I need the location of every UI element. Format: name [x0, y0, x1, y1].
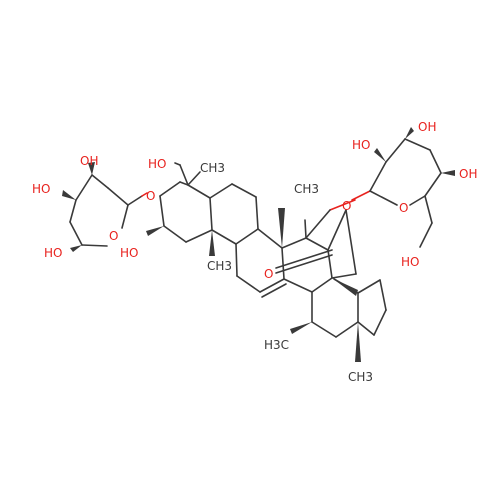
ring-d [275, 209, 358, 296]
xylose-wedge-3 [70, 245, 82, 252]
xylose-wedge-1 [88, 162, 95, 175]
ring-b [209, 183, 259, 256]
glucose-wedge-1 [374, 148, 386, 162]
glucose-oh-2-label: OH [418, 120, 436, 134]
c20-methyl-label: CH3 [348, 370, 373, 384]
c20-methyl-wedge [355, 322, 361, 362]
xylose-oh-top-label: OH [80, 154, 98, 168]
xylose-link-oxygen-label: O [146, 189, 155, 203]
c4-methyl-label: CH3 [200, 161, 225, 175]
xylose-ring-oxygen-label: O [109, 229, 118, 243]
c14-methyl-label: CH3 [294, 182, 319, 196]
hydroxymethyl-label: HO [148, 157, 166, 171]
ketone-oxygen-label: O [264, 267, 273, 281]
xylose-wedge-2 [62, 190, 76, 200]
ring-c [235, 208, 287, 298]
c10-methyl-wedge [209, 230, 215, 256]
c14-methyl-wedge [278, 208, 285, 248]
ring-a [146, 162, 213, 243]
glucose-wedge-3 [441, 170, 455, 176]
c19-methyl-label: H3C [264, 338, 289, 352]
glucose-oh-1-label: HO [352, 138, 370, 152]
ring-a-oh-wedge [146, 226, 164, 236]
glucose-ring-oxygen-label: O [399, 201, 408, 215]
ring-e [290, 278, 387, 362]
glucose-ring [305, 127, 455, 248]
glucose-oh-3-label: OH [459, 167, 477, 181]
xylose-oh-low-label: HO [44, 246, 62, 260]
ring-a-hydroxyl-label: HO [120, 246, 138, 260]
xylose-oh-mid-label: HO [32, 182, 50, 196]
glucose-wedge-2 [405, 127, 414, 139]
glucose-link-oxygen-label: O [342, 199, 351, 213]
c19-methyl-wedge [290, 322, 312, 334]
c10-methyl-label: CH3 [207, 259, 232, 273]
xylose-ring [62, 162, 148, 252]
glucose-hydroxymethyl-label: HO [401, 255, 419, 269]
